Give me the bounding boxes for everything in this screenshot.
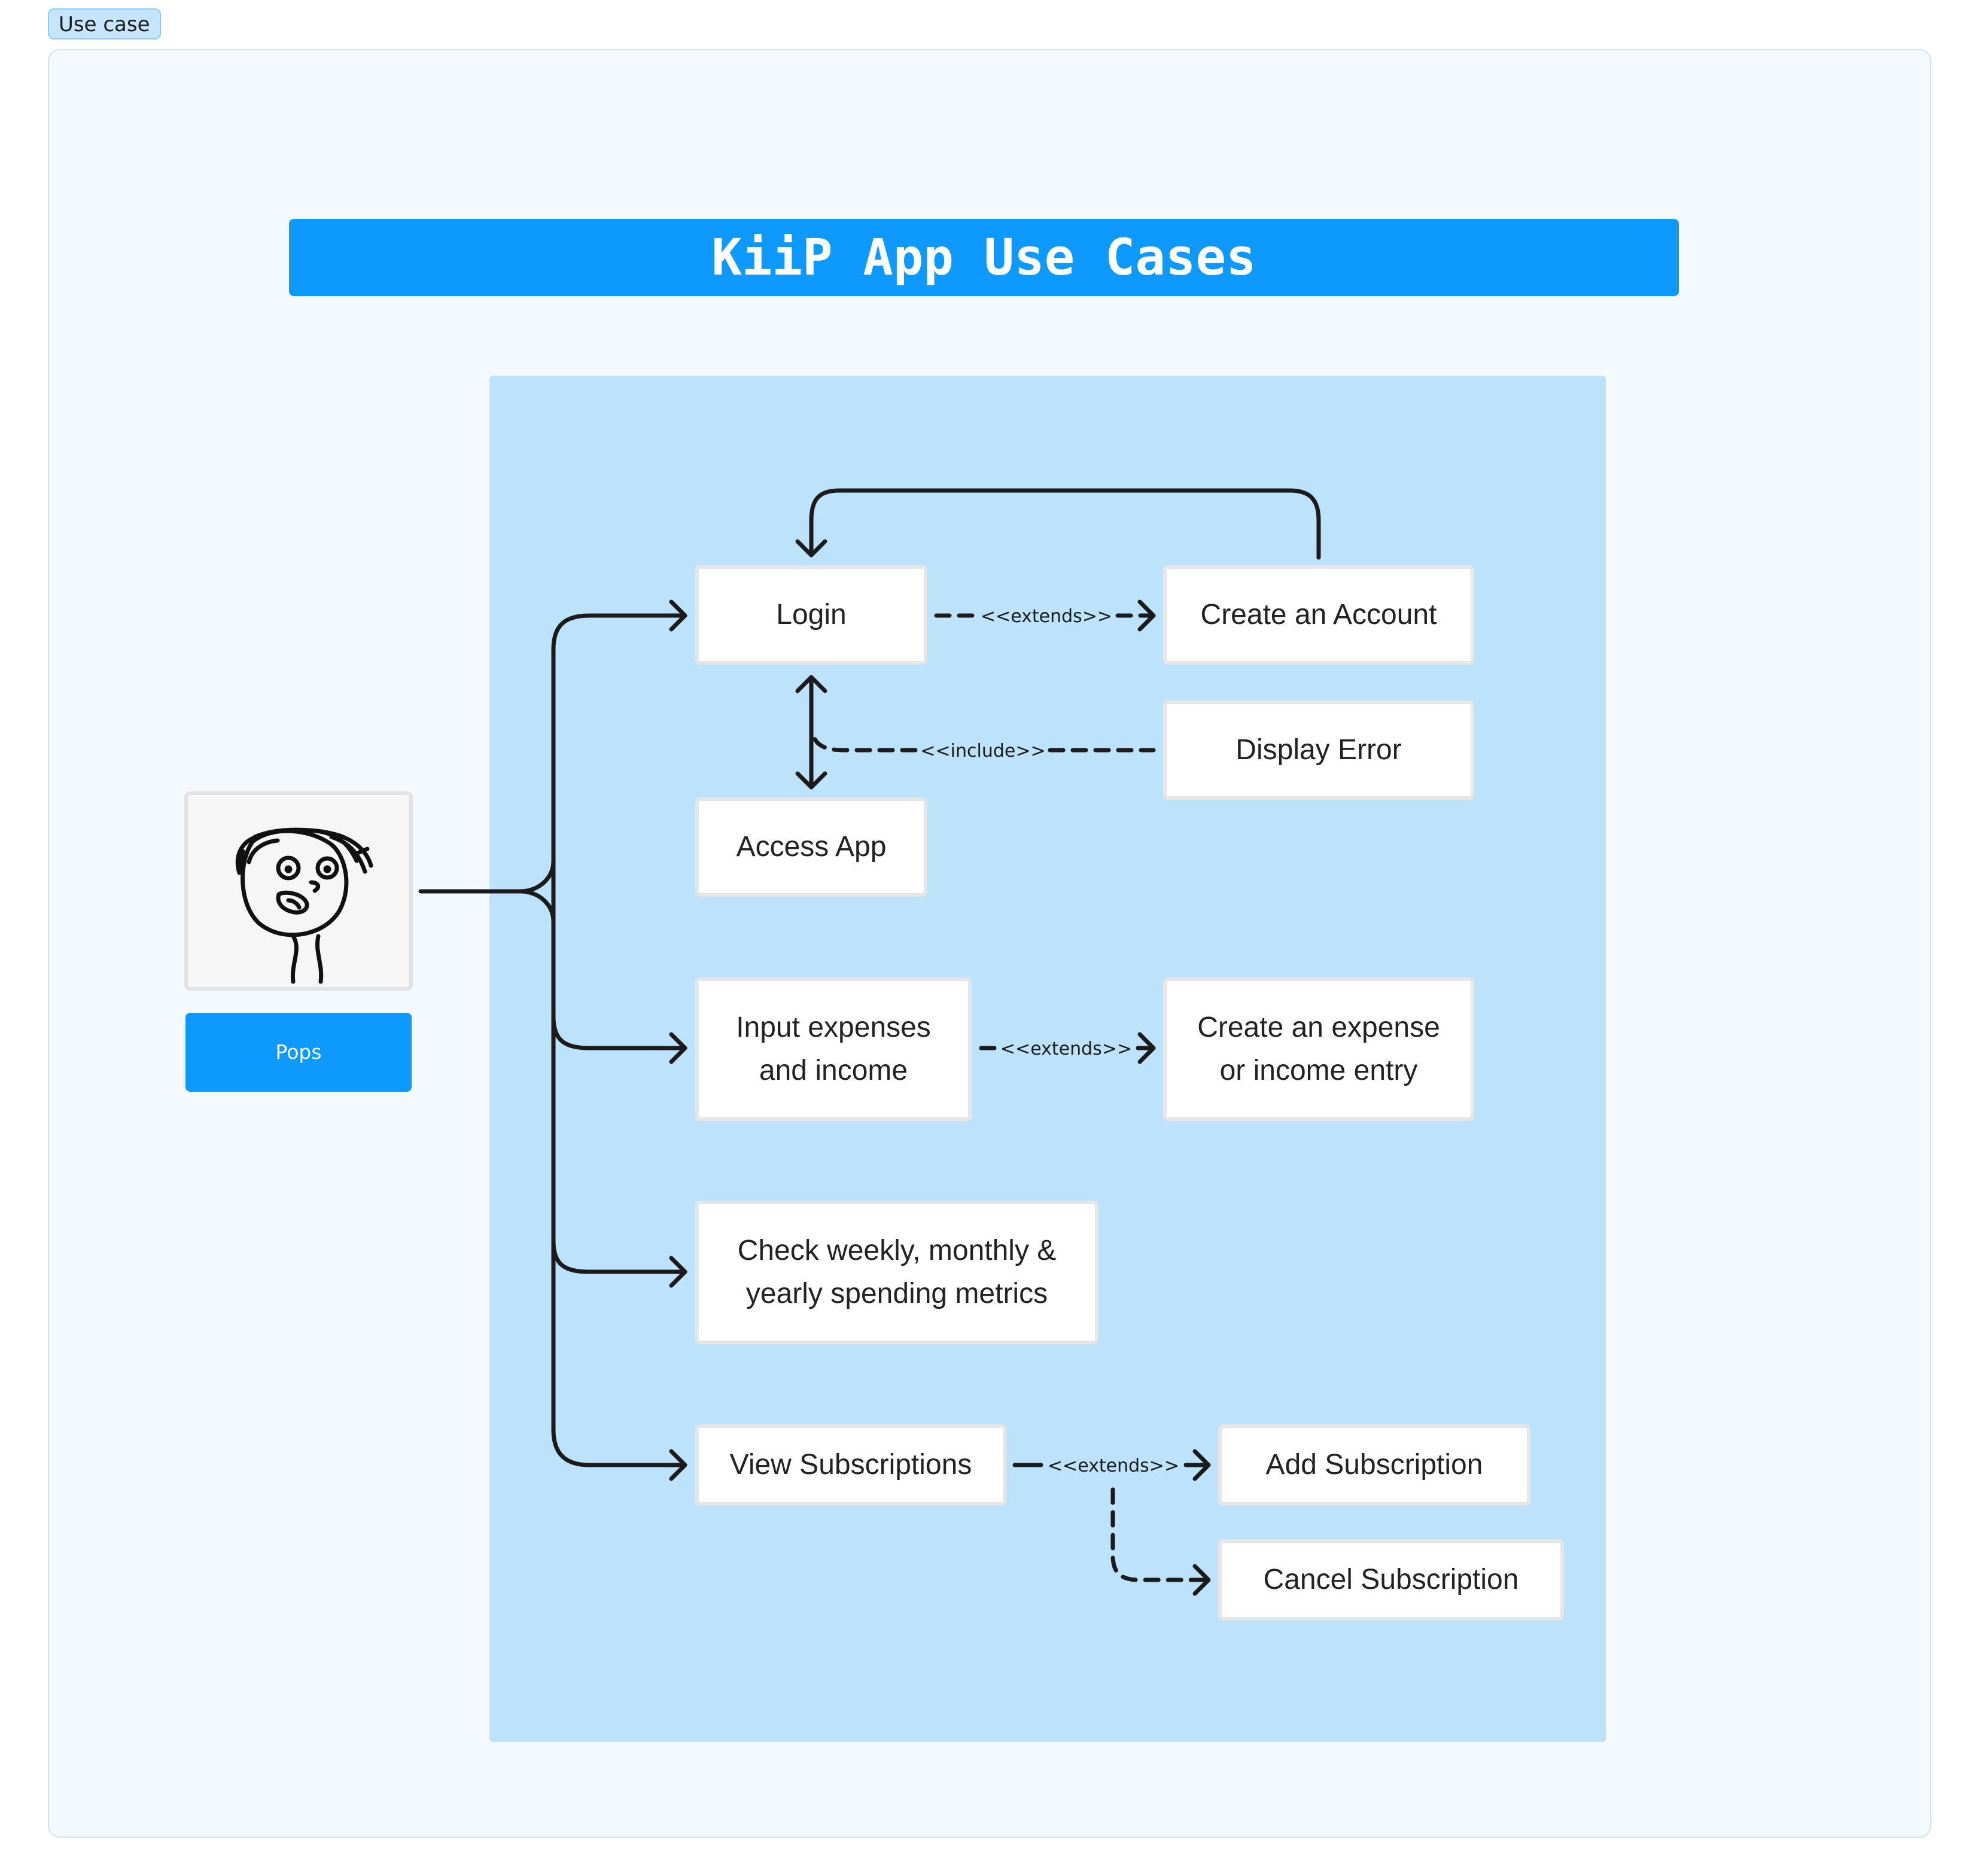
use-case-check-metrics[interactable]: Check weekly, monthly & yearly spending … xyxy=(695,1201,1098,1344)
use-case-cancel-subscription[interactable]: Cancel Subscription xyxy=(1218,1539,1564,1621)
use-case-login[interactable]: Login xyxy=(695,565,927,665)
use-case-display-error[interactable]: Display Error xyxy=(1163,701,1474,800)
actor-card[interactable] xyxy=(184,791,413,991)
use-case-view-subscriptions[interactable]: View Subscriptions xyxy=(695,1424,1006,1506)
use-case-access-app[interactable]: Access App xyxy=(695,797,927,897)
diagram-title: KiiP App Use Cases xyxy=(289,219,1679,296)
use-case-create-account[interactable]: Create an Account xyxy=(1163,565,1474,665)
use-case-create-entry[interactable]: Create an expense or income entry xyxy=(1163,977,1474,1121)
actor-name: Pops xyxy=(185,1013,412,1092)
frame-label[interactable]: Use case xyxy=(48,8,161,39)
use-case-add-subscription[interactable]: Add Subscription xyxy=(1218,1424,1530,1506)
hand-drawn-face-icon xyxy=(235,827,373,984)
use-case-input-expenses[interactable]: Input expenses and income xyxy=(695,977,972,1121)
